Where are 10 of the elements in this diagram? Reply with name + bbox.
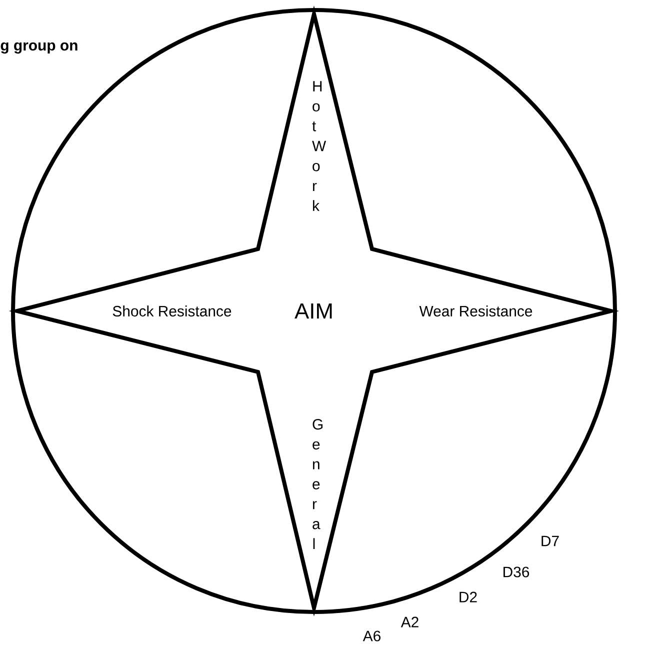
grade-label: D36	[504, 566, 530, 578]
grade-label: A6	[362, 630, 380, 642]
center-label: AIM	[294, 303, 332, 319]
heading-fragment: g group on	[0, 42, 78, 54]
grade-label: D2	[460, 592, 477, 602]
grade-label: D7	[542, 536, 559, 546]
arm-label: Shock Resistance	[112, 306, 232, 316]
arm-label: Wear Resistance	[419, 306, 532, 316]
arm-label: Hot Work	[312, 81, 326, 211]
arm-label: General	[312, 419, 322, 549]
